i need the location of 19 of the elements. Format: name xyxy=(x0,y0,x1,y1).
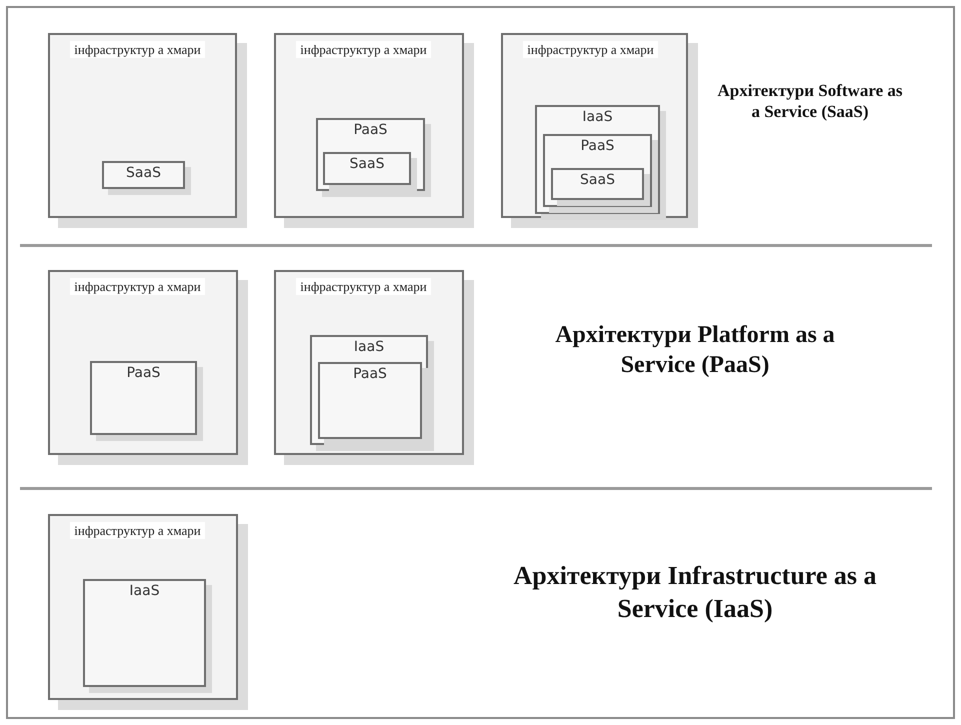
service-label: IaaS xyxy=(582,108,613,126)
service-label: PaaS xyxy=(354,121,388,139)
cloud-label: інфраструктур а хмари xyxy=(527,42,654,57)
service-label: IaaS xyxy=(129,582,160,600)
service-label: SaaS xyxy=(350,155,384,173)
cloud-label: інфраструктур а хмари xyxy=(74,42,201,57)
service-label: SaaS xyxy=(126,164,161,182)
section-title: Архітектури Infrastructure as a Service (IaaS) xyxy=(512,560,878,624)
service-label: IaaS xyxy=(354,338,384,356)
section-title: Архітектури Platform as a Service (PaaS) xyxy=(554,321,836,380)
cloud-label: інфраструктур а хмари xyxy=(74,523,201,538)
cloud-label: інфраструктур а хмари xyxy=(300,279,427,294)
service-label: PaaS xyxy=(126,364,160,382)
section-title: Архітектури Software as a Service (SaaS) xyxy=(716,80,904,122)
service-label: PaaS xyxy=(353,365,387,383)
service-label: PaaS xyxy=(580,137,614,155)
cloud-label: інфраструктур а хмари xyxy=(300,42,427,57)
service-label: SaaS xyxy=(580,171,615,189)
cloud-label: інфраструктур а хмари xyxy=(74,279,201,294)
